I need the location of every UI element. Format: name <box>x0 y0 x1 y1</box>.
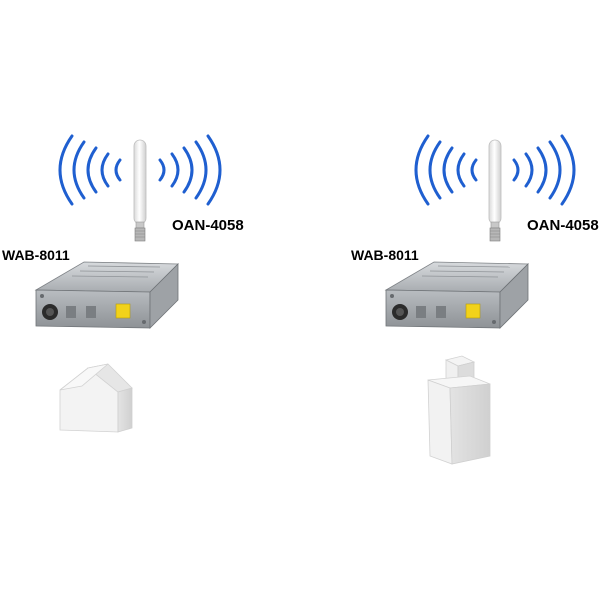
left-antenna-icon <box>133 139 147 242</box>
right-antenna-label: OAN-4058 <box>527 217 599 234</box>
right-setup <box>384 134 576 465</box>
right-access-point-device-icon <box>384 261 529 329</box>
left-signal-waves-east-icon <box>158 134 222 206</box>
right-antenna-icon <box>488 139 502 242</box>
left-setup <box>34 134 222 433</box>
left-signal-waves-west-icon <box>58 134 122 206</box>
right-tower-building-icon <box>427 355 491 465</box>
right-device-label: WAB-8011 <box>351 247 419 263</box>
right-signal-waves-east-icon <box>512 134 576 206</box>
right-signal-waves-west-icon <box>414 134 478 206</box>
left-house-building-icon <box>59 363 133 433</box>
left-access-point-device-icon <box>34 261 179 329</box>
left-antenna-label: OAN-4058 <box>172 217 244 234</box>
left-device-label: WAB-8011 <box>2 247 70 263</box>
